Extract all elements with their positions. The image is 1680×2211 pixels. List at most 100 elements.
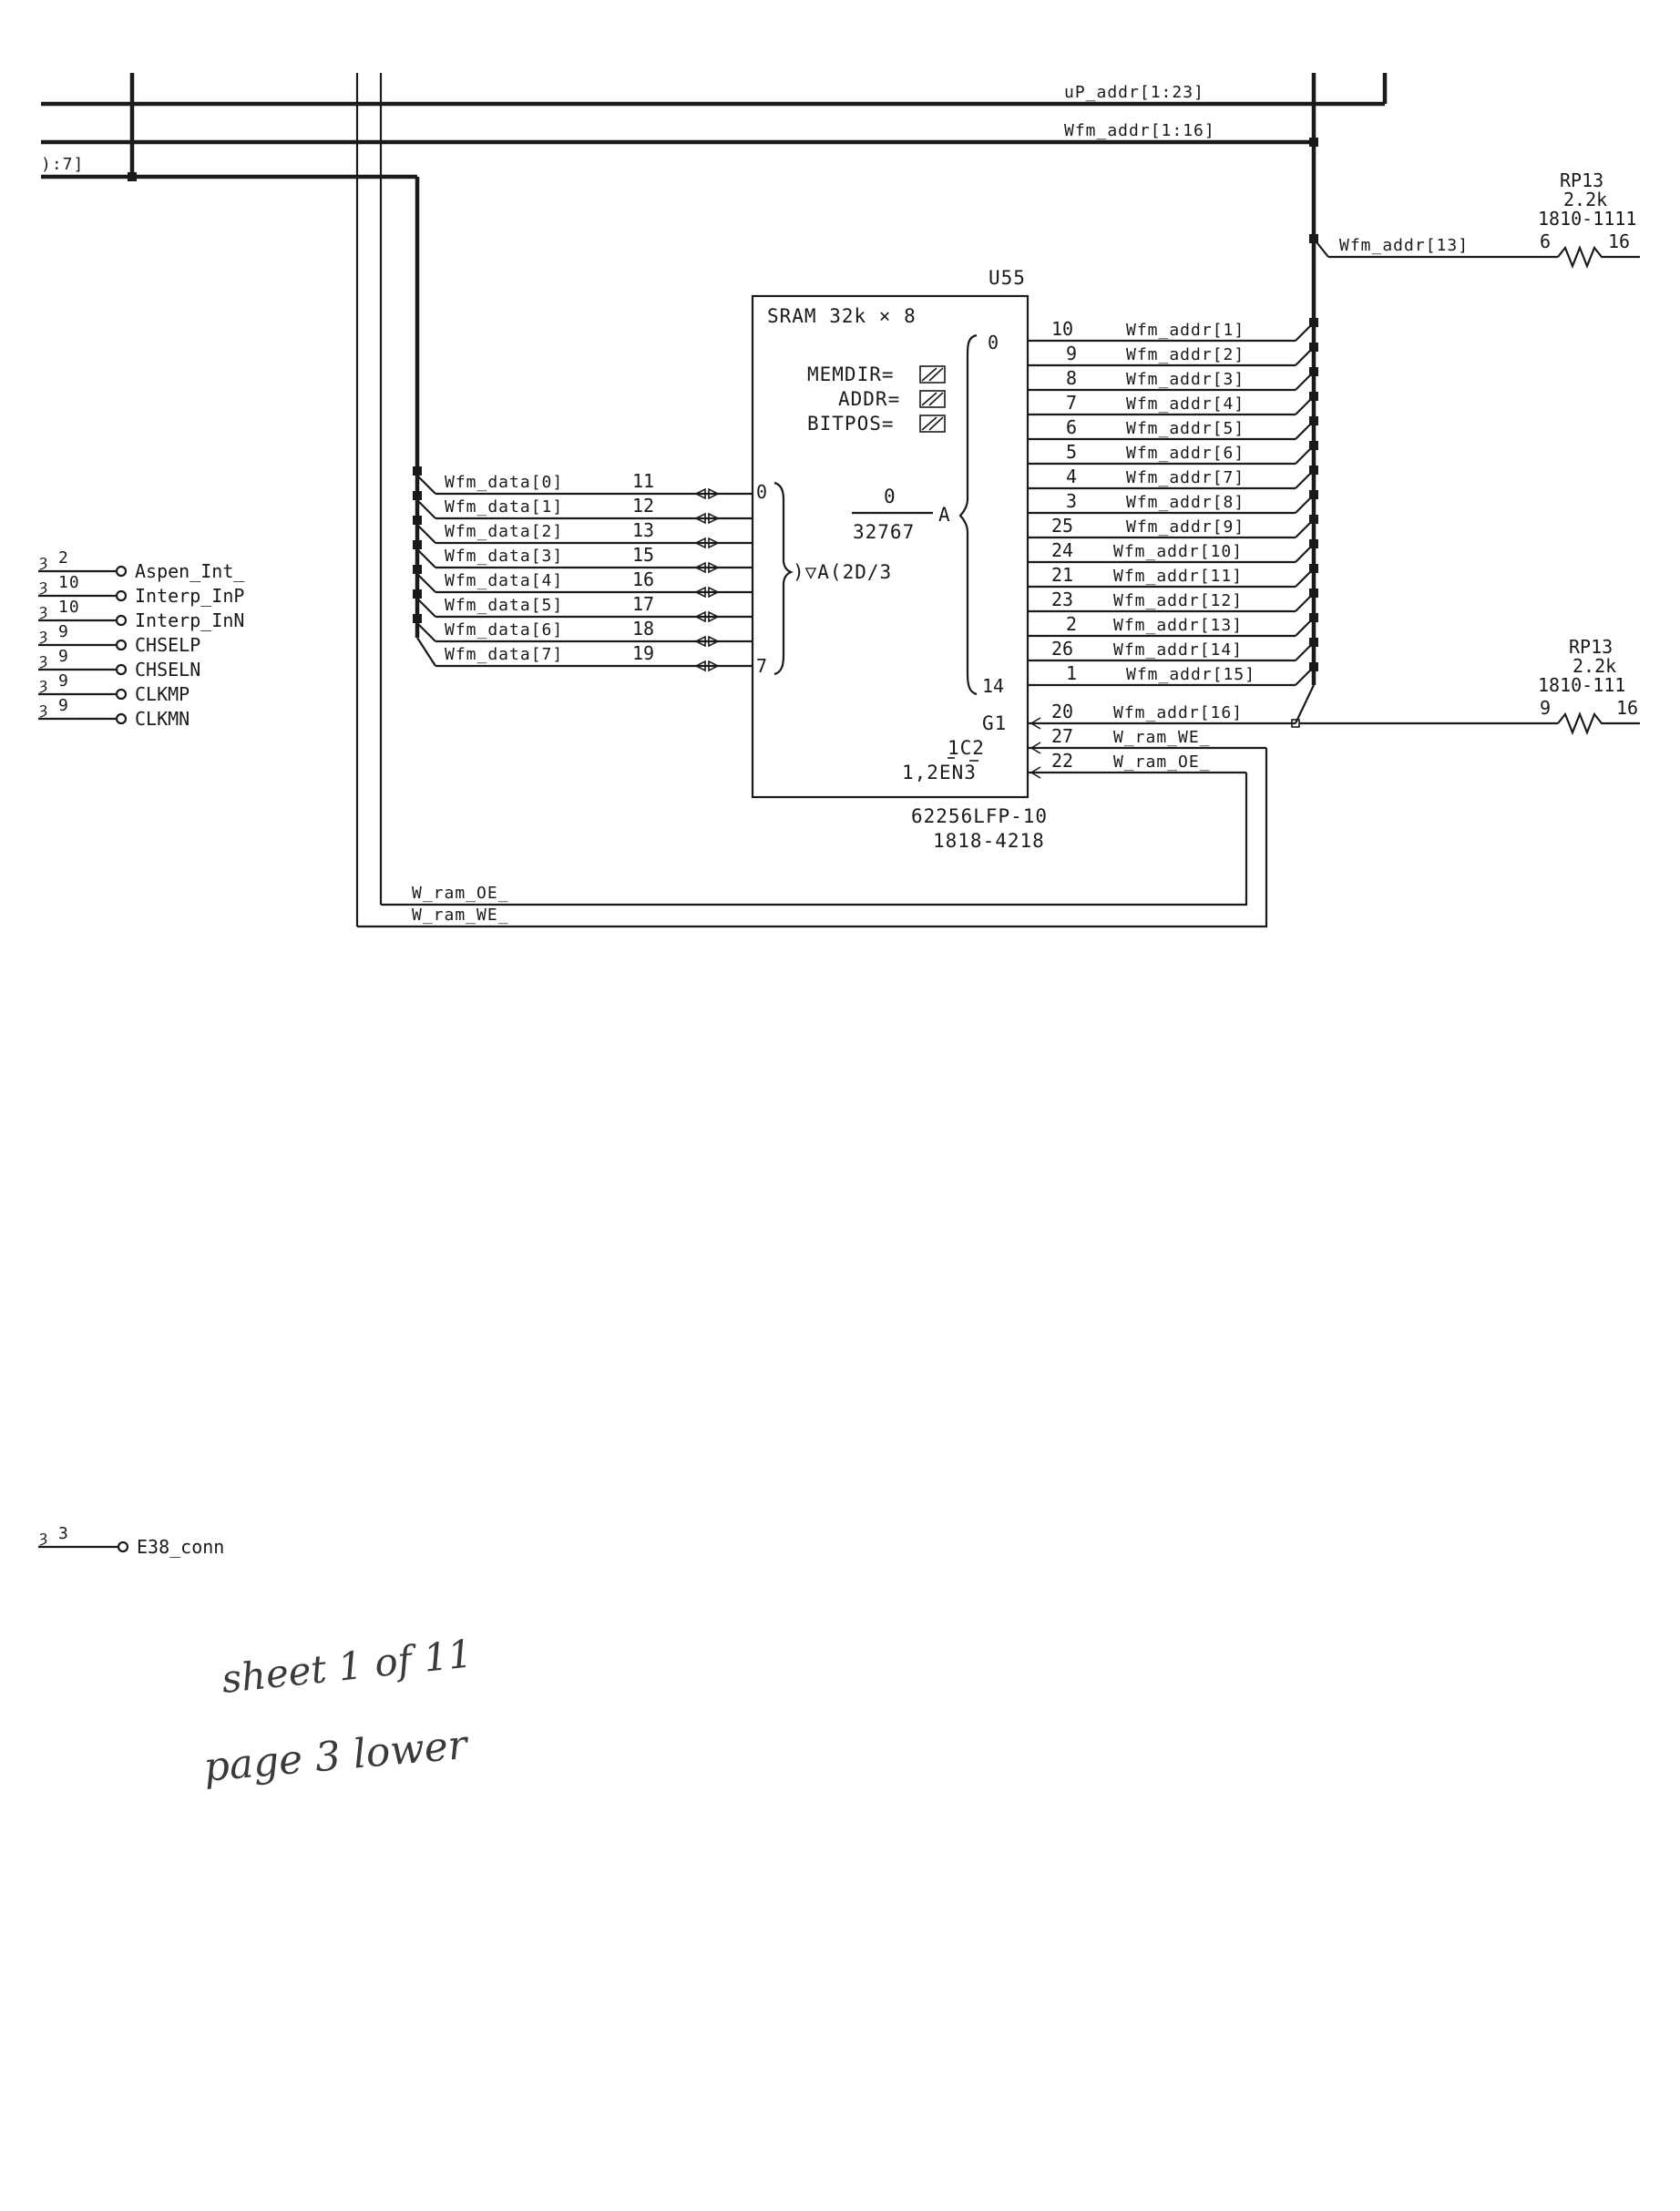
bidir-arrow-icon: [708, 635, 720, 648]
bidir-arrow-icon: [694, 635, 706, 648]
data-net-label: Wfm_data[7]: [445, 645, 563, 664]
port-name: CHSELN: [135, 659, 200, 681]
bus-entry: [416, 548, 436, 568]
junction-dot: [1309, 392, 1318, 401]
addr-pin-number: 8: [1066, 367, 1077, 389]
ctrl-pin-number: 22: [1051, 750, 1073, 772]
ctrl-pin-number: 20: [1051, 701, 1073, 722]
junction-dot: [413, 491, 422, 500]
junction-dot: [128, 172, 137, 181]
junction-dot: [1309, 662, 1318, 671]
data-net-label: Wfm_data[6]: [445, 620, 563, 640]
junction-dot: [1309, 564, 1318, 573]
data-row: Wfm_data[1] 12: [413, 491, 753, 525]
resistor-icon: [1557, 711, 1640, 735]
addr-pin-number: 6: [1066, 416, 1077, 438]
connector-icon: [115, 639, 128, 651]
rp13-top-ref: RP13: [1560, 169, 1603, 191]
bidir-arrow-icon: [694, 487, 706, 500]
rp13-bottom-part: 1810-111: [1538, 674, 1625, 696]
data-net-label: Wfm_data[3]: [445, 547, 563, 566]
addr-label: ADDR=: [838, 388, 900, 410]
rp13-top-value: 2.2k: [1563, 189, 1607, 210]
port-ref: ȝ: [38, 675, 49, 694]
ctrl-pin-number: 27: [1051, 725, 1073, 747]
addr-net-label: Wfm_addr[4]: [1126, 394, 1245, 414]
addr-pin-number: 4: [1066, 466, 1077, 487]
top-buses: uP_addr[1:23] Wfm_addr[1:16] ):7]: [41, 73, 1388, 926]
junction-dot: [413, 614, 422, 623]
data-pin-number: 15: [632, 544, 654, 566]
junction-dot: [1309, 638, 1318, 647]
data-net-label: Wfm_data[1]: [445, 497, 563, 517]
data-row: Wfm_data[5] 17: [413, 589, 753, 623]
bidir-arrow-icon: [708, 537, 720, 549]
addr-net-label: Wfm_addr[13]: [1113, 616, 1243, 635]
rp13-top-pin-a: 6: [1540, 230, 1551, 252]
data-pin-number: 19: [632, 642, 654, 664]
connector-icon: [117, 1541, 129, 1553]
addr-net-label: Wfm_addr[12]: [1113, 591, 1243, 610]
addr-box: [919, 390, 946, 408]
u55-partno: 1818-4218: [933, 830, 1045, 852]
rp13-top-pin-b: 16: [1608, 230, 1630, 252]
addr-net-label: Wfm_addr[10]: [1113, 542, 1243, 561]
data-row: Wfm_data[4] 16: [413, 565, 753, 599]
u55-body: [751, 294, 1030, 799]
data-pin-number: 17: [632, 593, 654, 615]
port-ref: ȝ: [38, 1528, 49, 1547]
bus-entry: [416, 475, 436, 495]
rp13-bottom-pin-a: 9: [1540, 697, 1551, 719]
port-number: 2: [58, 548, 69, 568]
junction-dot: [1309, 367, 1318, 376]
port-name: Aspen_Int_: [135, 560, 245, 582]
handwritten-page: page 3 lower: [202, 1722, 472, 1791]
addr-net-label: Wfm_addr[5]: [1126, 419, 1245, 438]
data-net-label: Wfm_data[0]: [445, 473, 563, 492]
connector-icon: [115, 589, 128, 602]
bus-entry: [416, 524, 436, 544]
addr-net-label: Wfm_addr[9]: [1126, 517, 1245, 537]
bidir-arrow-icon: [708, 586, 720, 599]
junction-dot: [1309, 441, 1318, 450]
up-addr-bus-label: uP_addr[1:23]: [1064, 83, 1204, 102]
oe-return-wire: [381, 773, 1248, 906]
addr-net-label: Wfm_addr[14]: [1113, 640, 1243, 660]
port-ref: ȝ: [38, 601, 49, 620]
port-ref: ȝ: [38, 577, 49, 596]
addr-net-label: Wfm_addr[11]: [1113, 567, 1243, 586]
bidir-arrow-icon: [694, 561, 706, 574]
bus-entry: [416, 622, 436, 642]
connector-icon: [115, 688, 128, 701]
junction-dot: [1309, 138, 1318, 147]
rp13-top-net: Wfm_addr[13]: [1339, 236, 1469, 255]
addr-first: 0: [988, 332, 999, 353]
port-number: 10: [58, 598, 80, 617]
junction-dot: [1309, 343, 1318, 352]
resistor-pack-bottom: 9 16 RP13 2.2k 1810-111: [1538, 636, 1640, 735]
rp13-bottom-value: 2.2k: [1572, 655, 1616, 677]
bidir-arrow-icon: [708, 660, 720, 672]
input-arrow-icon: [1030, 766, 1041, 779]
port-number: 9: [58, 671, 69, 691]
we-return-wire: [357, 748, 1268, 928]
bidir-arrow-icon: [708, 610, 720, 623]
bus-entry: [416, 499, 436, 519]
ctrl-net-label: W_ram_WE_: [1113, 728, 1211, 747]
data-pin-number: 11: [632, 470, 654, 492]
addr-pin-number: 1: [1066, 662, 1077, 684]
u55-part: 62256LFP-10: [911, 805, 1048, 827]
